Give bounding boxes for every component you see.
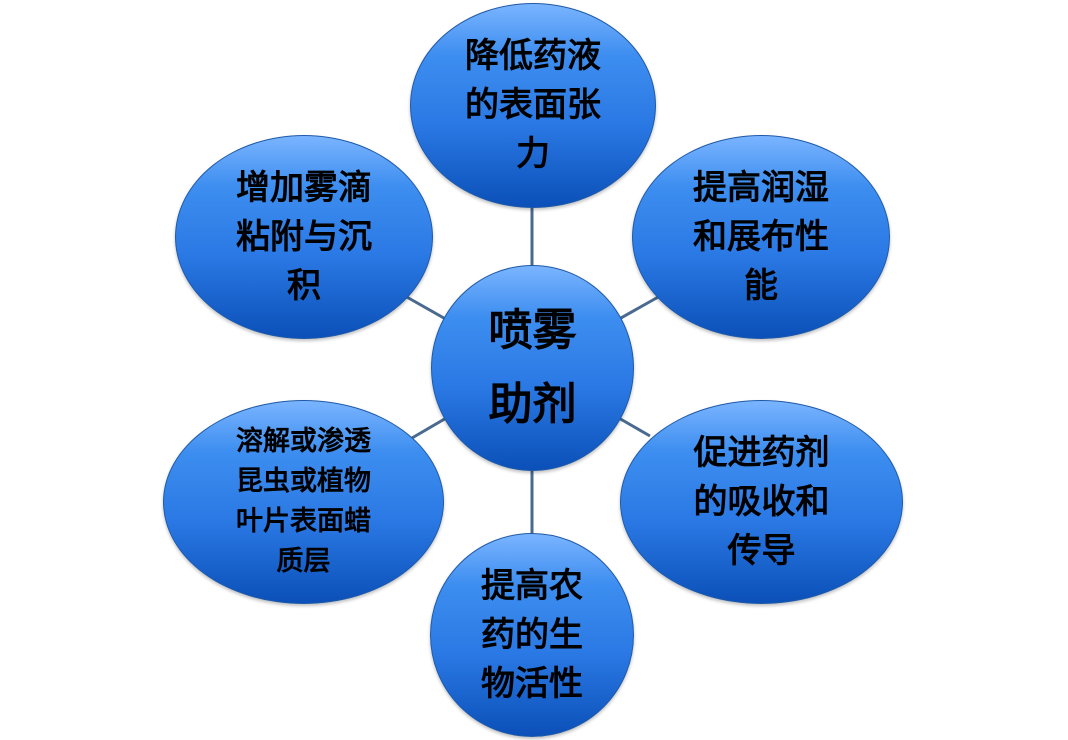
center-node: 喷雾助剂 <box>431 265 634 471</box>
node-text: 增加雾滴 <box>236 167 372 208</box>
node-top: 降低药液的表面张力 <box>410 3 656 208</box>
node-text: 质层 <box>276 546 331 577</box>
node-text: 促进药剂 <box>693 432 830 473</box>
node-text: 溶解或渗透 <box>236 426 371 457</box>
node-text: 提高润湿 <box>693 167 829 208</box>
node-bottom: 提高农药的生物活性 <box>430 533 634 737</box>
node-text: 和展布性 <box>693 216 829 257</box>
node-text: 积 <box>287 265 321 306</box>
node-text: 传导 <box>727 530 796 571</box>
node-text: 力 <box>516 134 550 174</box>
node-text: 粘附与沉 <box>236 216 372 257</box>
node-text: 药的生 <box>481 614 583 655</box>
node-top-right: 提高润湿和展布性能 <box>632 135 890 339</box>
node-text: 昆虫或植物 <box>236 466 371 497</box>
node-top-left: 增加雾滴粘附与沉积 <box>175 135 433 339</box>
center-text: 喷雾 <box>488 305 577 356</box>
node-text: 降低药液 <box>465 36 601 76</box>
center-text: 助剂 <box>488 379 577 430</box>
node-text: 的吸收和 <box>693 481 830 522</box>
node-text: 叶片表面蜡 <box>236 506 371 537</box>
node-bottom-right: 促进药剂的吸收和传导 <box>620 400 903 604</box>
node-text: 能 <box>744 265 778 306</box>
node-text: 提高农 <box>481 565 583 606</box>
node-text: 的表面张 <box>465 85 601 125</box>
node-text: 物活性 <box>481 663 583 704</box>
node-bottom-left: 溶解或渗透昆虫或植物叶片表面蜡质层 <box>163 400 444 604</box>
